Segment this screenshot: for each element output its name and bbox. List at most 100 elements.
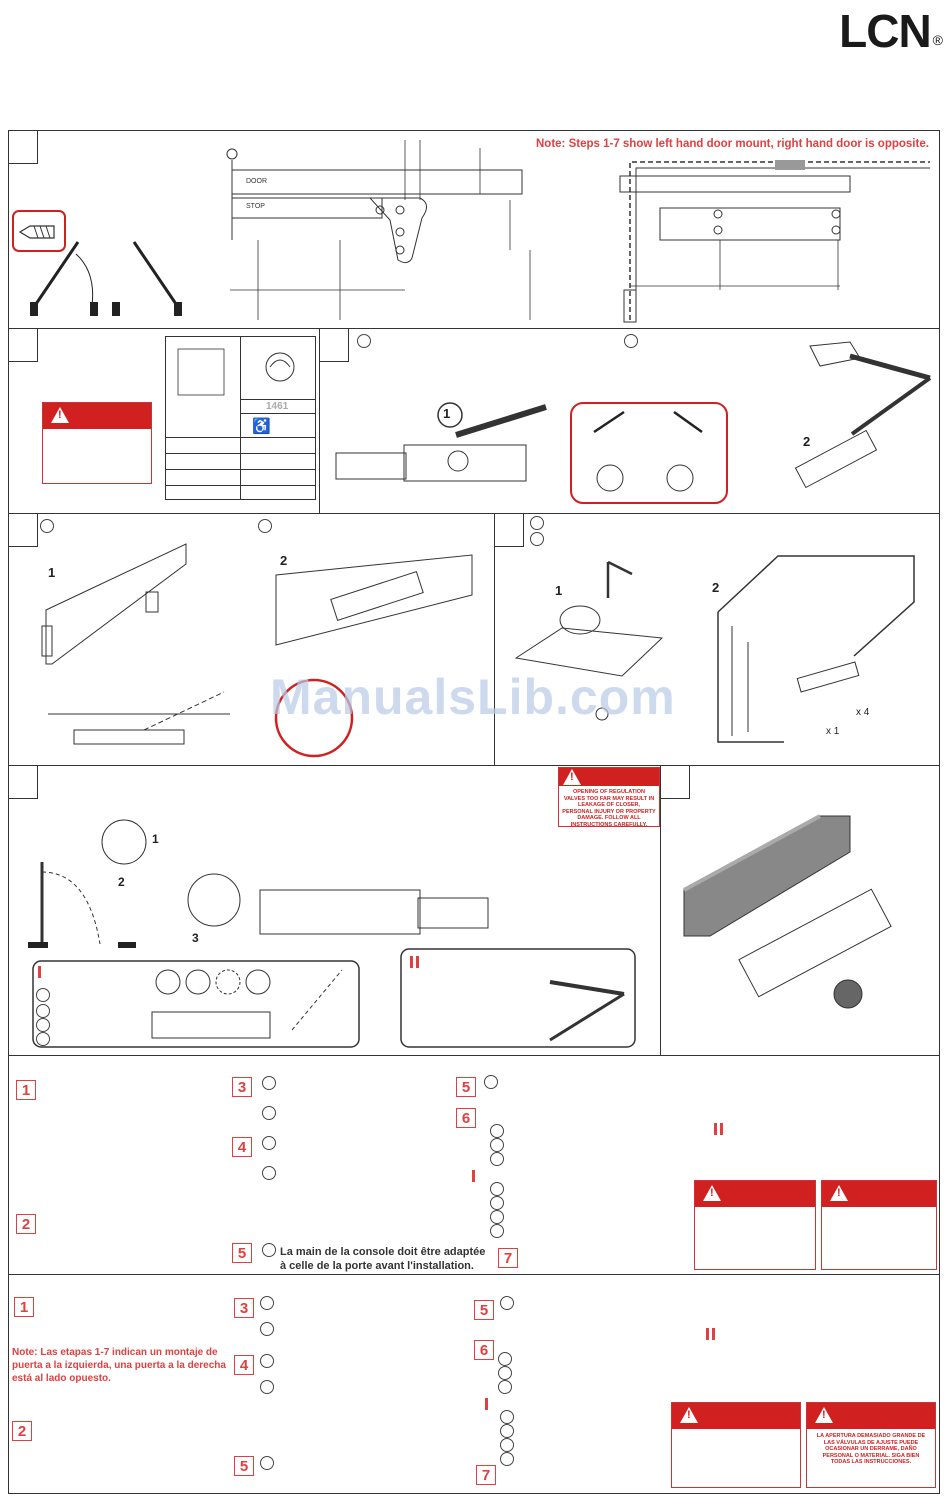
fr-warning-box-2 bbox=[821, 1180, 937, 1270]
es-step-2: 2 bbox=[12, 1421, 32, 1441]
fr-step-3: 3 bbox=[232, 1077, 252, 1097]
red-marker bbox=[416, 956, 419, 968]
step-tab bbox=[8, 765, 38, 799]
sub-step-b-marker bbox=[530, 532, 544, 546]
header-mount-diagram bbox=[275, 554, 473, 646]
col-divider bbox=[494, 513, 495, 765]
callout-1: 1 bbox=[48, 565, 56, 580]
spring-adjust-icon bbox=[265, 352, 295, 382]
step-tab bbox=[8, 328, 38, 362]
detail-circle bbox=[274, 678, 354, 758]
step-tab bbox=[660, 765, 690, 799]
warning-box bbox=[42, 402, 152, 484]
door-opening-side-view bbox=[48, 691, 230, 745]
es-warning-box bbox=[671, 1402, 801, 1488]
list-marker bbox=[490, 1124, 504, 1138]
fr-step-2: 2 bbox=[16, 1214, 36, 1234]
warning-icon bbox=[680, 1407, 698, 1423]
red-marker bbox=[714, 1123, 717, 1135]
fr-warning-box bbox=[694, 1180, 816, 1270]
es-step-5b: 5 bbox=[234, 1456, 254, 1476]
accessibility-icon: ♿ bbox=[252, 418, 271, 435]
list-marker bbox=[262, 1136, 276, 1150]
red-marker bbox=[712, 1328, 715, 1340]
door-label: DOOR bbox=[246, 178, 267, 185]
list-marker bbox=[36, 1018, 50, 1032]
closer-body-diagram bbox=[335, 402, 547, 482]
arm-closer-diagram bbox=[794, 341, 932, 489]
col-divider bbox=[319, 328, 320, 513]
sub-step-b-marker bbox=[624, 334, 638, 348]
model-number: 1461 bbox=[266, 401, 289, 412]
callout-1: 1 bbox=[152, 832, 159, 846]
callout-2: 2 bbox=[803, 434, 811, 449]
stop-label: STOP bbox=[246, 203, 265, 210]
step-tab bbox=[319, 328, 349, 362]
warning-icon bbox=[703, 1185, 721, 1201]
top-note: Note: Steps 1-7 show left hand door moun… bbox=[536, 138, 929, 150]
spanish-note: Note: Las etapas 1-7 indican un montaje … bbox=[12, 1347, 226, 1384]
callout-2: 2 bbox=[712, 580, 720, 595]
bracket-install-diagram bbox=[514, 560, 664, 721]
list-marker bbox=[260, 1296, 274, 1310]
manualslib-watermark: ManualsLib.com bbox=[270, 669, 676, 725]
fr-step-5b: 5 bbox=[232, 1243, 252, 1263]
list-marker bbox=[490, 1152, 504, 1166]
warning-icon bbox=[830, 1185, 848, 1201]
valve-adjust-diagram bbox=[28, 819, 489, 948]
list-marker bbox=[500, 1296, 514, 1310]
es-step-1: 1 bbox=[14, 1297, 34, 1317]
door-frame-template bbox=[226, 140, 531, 320]
list-marker bbox=[36, 988, 50, 1002]
row-divider bbox=[8, 1274, 940, 1275]
list-marker bbox=[498, 1366, 512, 1380]
fr-step-5-text: La main de la console doit être adaptée … bbox=[280, 1246, 486, 1273]
sub-step-b-marker bbox=[258, 519, 272, 533]
list-marker bbox=[490, 1224, 504, 1238]
door-swing-diagram bbox=[30, 241, 182, 316]
screw-count-4: x 4 bbox=[856, 707, 870, 718]
red-marker bbox=[485, 1398, 488, 1410]
es-warning-box-2: LA APERTURA DEMASIADO GRANDE DE LAS VÁLV… bbox=[806, 1402, 936, 1488]
fr-step-6: 6 bbox=[456, 1108, 476, 1128]
handing-detail bbox=[570, 402, 728, 504]
list-marker bbox=[260, 1456, 274, 1470]
door-elevation-icon bbox=[177, 348, 225, 396]
sub-step-a-marker bbox=[40, 519, 54, 533]
warning-icon bbox=[51, 407, 69, 423]
step-tab bbox=[8, 513, 38, 547]
warning-icon bbox=[815, 1407, 833, 1423]
list-marker bbox=[260, 1322, 274, 1336]
fr-step-7: 7 bbox=[498, 1248, 518, 1268]
row-divider bbox=[8, 1055, 940, 1056]
step-tab bbox=[494, 513, 524, 547]
list-marker bbox=[260, 1380, 274, 1394]
callout-1: 1 bbox=[443, 406, 451, 421]
list-marker bbox=[498, 1352, 512, 1366]
es-step-7: 7 bbox=[476, 1465, 496, 1485]
row-divider bbox=[8, 328, 940, 329]
list-marker bbox=[484, 1075, 498, 1089]
lcn-logo: LCN® bbox=[839, 4, 943, 58]
screw-icon bbox=[12, 210, 66, 252]
es-step-5: 5 bbox=[474, 1300, 494, 1320]
registered-mark: ® bbox=[932, 32, 943, 48]
list-marker bbox=[500, 1424, 514, 1438]
row-divider bbox=[8, 513, 940, 514]
list-marker bbox=[36, 1004, 50, 1018]
door-mount-diagram-1 bbox=[41, 543, 187, 665]
brand-name: LCN bbox=[839, 5, 932, 57]
sub-step-a-marker bbox=[530, 516, 544, 530]
callout-3: 3 bbox=[192, 931, 199, 945]
closer-cover-diagram bbox=[683, 814, 892, 1009]
frame-header-diagram bbox=[717, 555, 915, 743]
list-marker bbox=[490, 1210, 504, 1224]
es-step-4: 4 bbox=[234, 1355, 254, 1375]
row-divider bbox=[8, 765, 940, 766]
red-marker bbox=[410, 956, 413, 968]
list-marker bbox=[498, 1380, 512, 1394]
red-marker bbox=[38, 966, 41, 978]
list-marker bbox=[262, 1106, 276, 1120]
list-marker bbox=[262, 1166, 276, 1180]
es-step-3: 3 bbox=[234, 1298, 254, 1318]
